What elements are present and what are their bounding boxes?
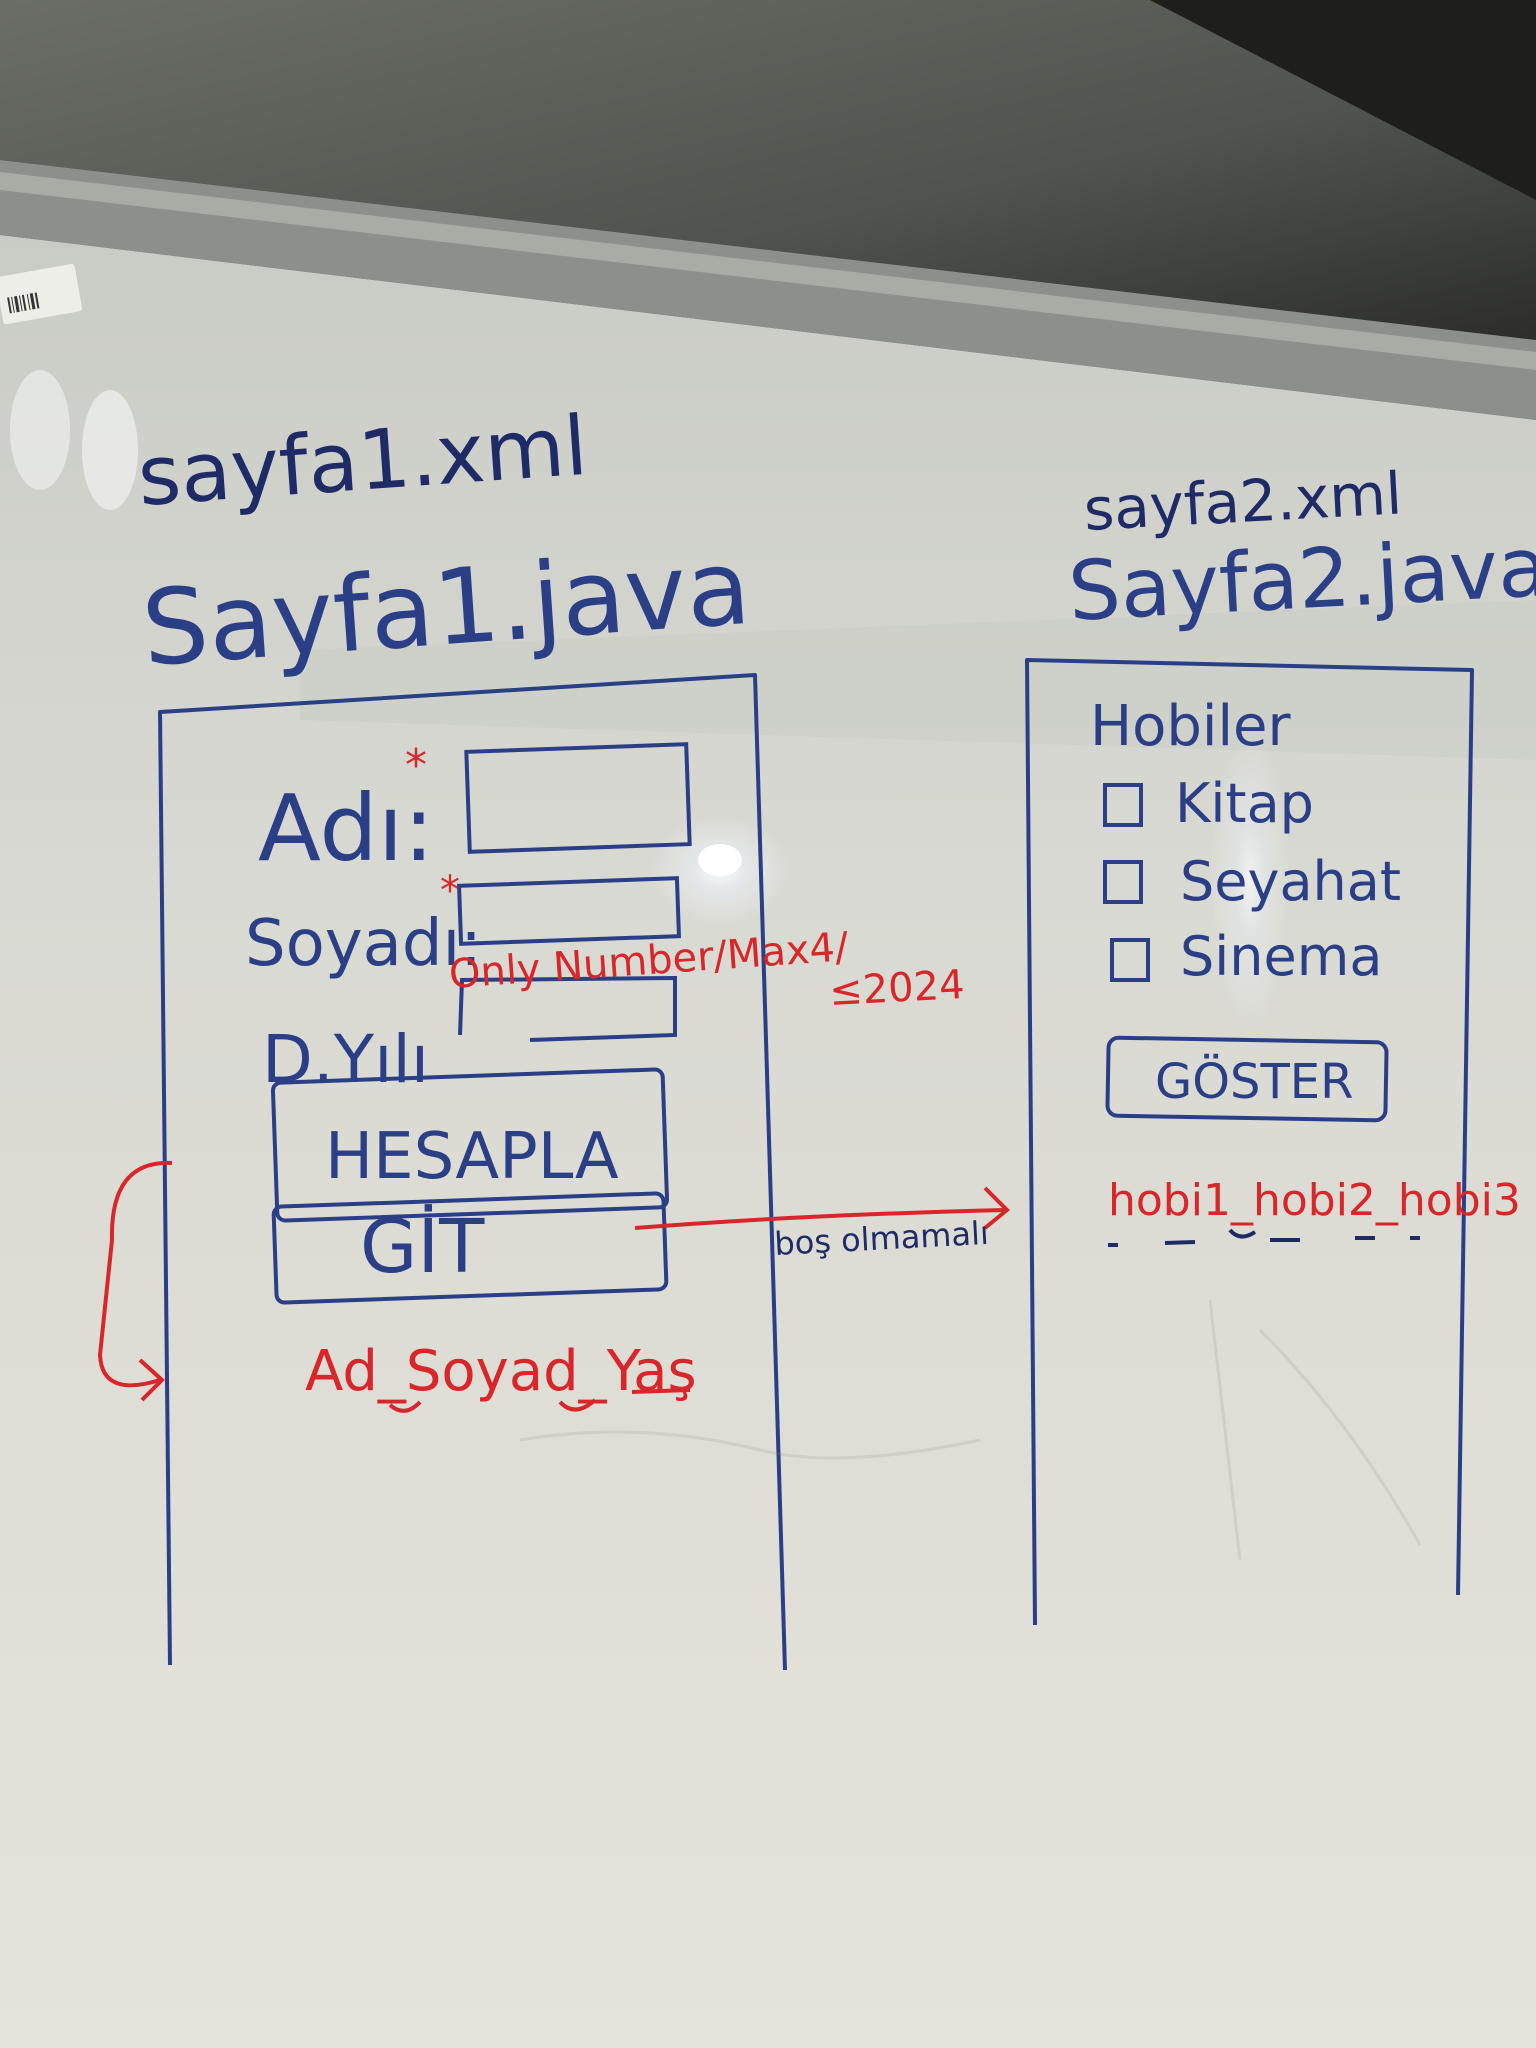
board-tray (0, 172, 1536, 370)
ceiling-shadow (1150, 0, 1536, 200)
sayfa1-output-format: Ad_Soyad_Yaş (305, 1339, 697, 1404)
sayfa2-output-format: hobi1_hobi2_hobi3 (1108, 1175, 1521, 1226)
sinema-checkbox[interactable] (1110, 938, 1150, 982)
hobby-output-underline (1108, 1228, 1420, 1247)
output-underline (388, 1388, 691, 1413)
year-max-note: ≤2024 (828, 962, 966, 1015)
required-mark: * (440, 868, 460, 914)
hobby-label: Sinema (1180, 925, 1382, 988)
sayfa1-screen-frame (158, 673, 787, 1671)
light-reflection (1210, 730, 1290, 1030)
go-button-label: GİT (360, 1203, 485, 1290)
show-button-label: GÖSTER (1155, 1054, 1353, 1110)
surname-input[interactable] (456, 876, 682, 946)
go-button[interactable] (271, 1191, 669, 1305)
year-label: D.Yılı (262, 1021, 429, 1098)
output-arrowhead (138, 1358, 165, 1402)
light-reflection (82, 390, 138, 510)
light-reflection (698, 844, 742, 876)
hobby-item[interactable]: Sinema (1110, 925, 1382, 988)
year-input[interactable] (458, 975, 677, 1042)
hobby-label: Kitap (1175, 772, 1314, 835)
wall (0, 0, 1536, 340)
light-reflection (10, 370, 70, 490)
show-button[interactable] (1105, 1035, 1389, 1123)
seyahat-checkbox[interactable] (1103, 860, 1143, 904)
required-mark: * (405, 740, 427, 791)
name-input[interactable] (464, 742, 692, 854)
barcode-sticker (0, 263, 83, 325)
sayfa2-xml-heading: sayfa2.xml (1082, 459, 1403, 544)
hobbies-title: Hobiler (1090, 694, 1291, 759)
navigate-arrowhead (983, 1186, 1010, 1230)
surname-label: Soyadı: (245, 907, 482, 981)
erased-ghost-marks (519, 1299, 1422, 1561)
output-arrow (97, 1160, 173, 1388)
calculate-button[interactable] (270, 1067, 670, 1223)
hobby-item[interactable]: Kitap (1103, 772, 1314, 835)
kitap-checkbox[interactable] (1103, 783, 1143, 827)
board-shade-band (300, 600, 1536, 760)
sayfa2-screen-frame (1025, 658, 1474, 1626)
name-label: Adı: (258, 775, 434, 882)
navigate-arrow (634, 1208, 1006, 1230)
calculate-button-label: HESAPLA (325, 1120, 619, 1194)
hobby-item[interactable]: Seyahat (1103, 850, 1401, 913)
hobby-label: Seyahat (1180, 850, 1401, 913)
